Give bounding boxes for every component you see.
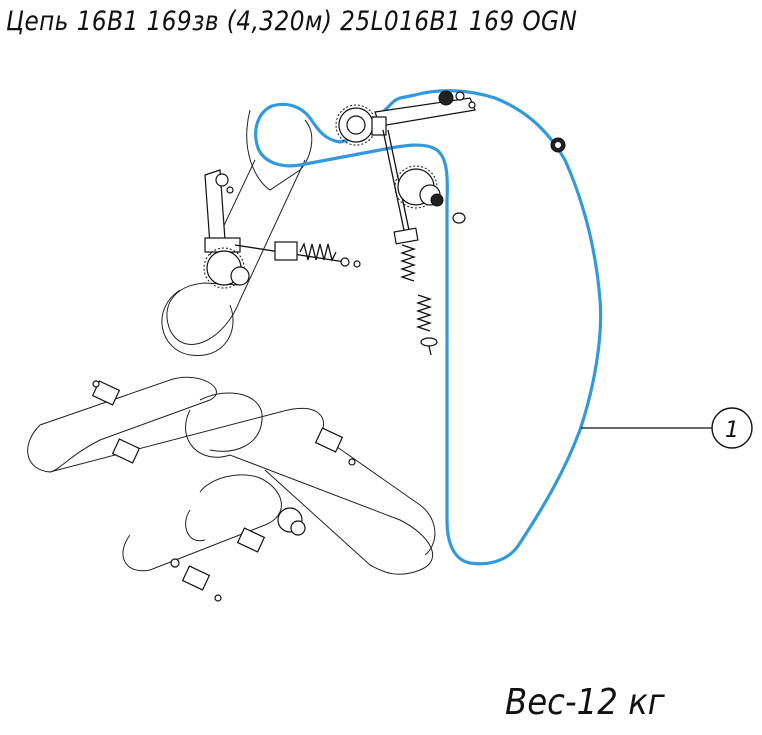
tensioner-arm-bar (374, 97, 476, 127)
belt-right-loop (185, 409, 433, 575)
lower-roller-2 (181, 565, 211, 591)
callout-balloon (711, 407, 753, 449)
tensioner-rod (382, 129, 406, 236)
belt-loop-middle (166, 159, 306, 345)
left-arm-pivot (215, 173, 229, 187)
left-bearing (230, 266, 250, 286)
lower-bolt-1 (92, 380, 100, 388)
drawing-title: Цепь 16B1 169зв (4,320м) 25L016B1 169 OG… (6, 6, 578, 37)
horizontal-washer (353, 260, 361, 268)
belt-lower-long (27, 407, 325, 473)
callout-number: 1 (725, 418, 739, 443)
horizontal-rod-block (274, 241, 298, 261)
lower-bracket-1 (91, 380, 121, 406)
middle-snap-ring (452, 212, 466, 224)
belt-lower-second (39, 376, 217, 473)
lower-bracket-3 (314, 427, 344, 453)
belt-right-diagonal (319, 434, 436, 556)
lower-bracket-2 (111, 438, 141, 464)
spring-upper (399, 244, 417, 282)
middle-sprocket-assembly (394, 165, 466, 224)
belt-bottom-small (185, 509, 206, 542)
left-arm-bolt (226, 186, 234, 194)
horizontal-spring (299, 242, 337, 262)
left-tensioner-assembly (203, 169, 361, 289)
bolt-icon (455, 91, 465, 101)
belt-bottom-loop (122, 474, 282, 572)
middle-bearing-inner (430, 193, 444, 207)
spring-tensioner-icon (382, 129, 438, 356)
lower-roller-bolt (214, 594, 222, 602)
spring-lower (415, 294, 433, 332)
rod-bracket (393, 227, 419, 245)
middle-sprocket-teeth (394, 165, 438, 209)
left-bracket-plate (204, 237, 241, 253)
idler-roller-hub (555, 142, 561, 148)
spring-washer (420, 337, 438, 347)
lower-bolt-3 (348, 458, 356, 466)
belt-upper-left (246, 109, 313, 191)
background-belts (27, 109, 436, 575)
roller-icon (438, 90, 454, 106)
lower-bearing (290, 520, 306, 536)
lower-roller-nut (170, 558, 180, 568)
lower-roller-1 (236, 527, 266, 553)
upper-tensioner-arm (335, 90, 566, 153)
belt-center-oval (199, 392, 263, 452)
weight-label: Вес-12 кг (505, 682, 665, 723)
highlighted-chain (254, 89, 603, 566)
spring-end (428, 345, 432, 356)
lower-components (91, 380, 356, 602)
belt-loop-oval (161, 289, 234, 356)
washer (468, 101, 476, 109)
horizontal-nut (340, 257, 350, 267)
upper-sprocket-hub (346, 115, 366, 135)
